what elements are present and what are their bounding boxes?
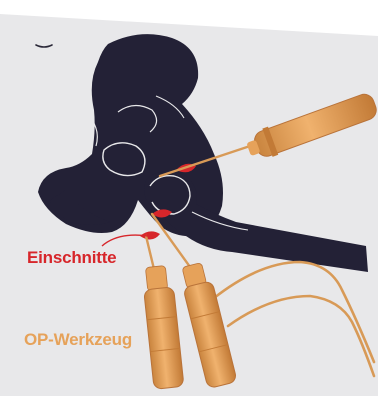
incisions-label: Einschnitte — [27, 248, 116, 268]
surgical-tools-label: OP-Werkzeug — [24, 330, 132, 350]
